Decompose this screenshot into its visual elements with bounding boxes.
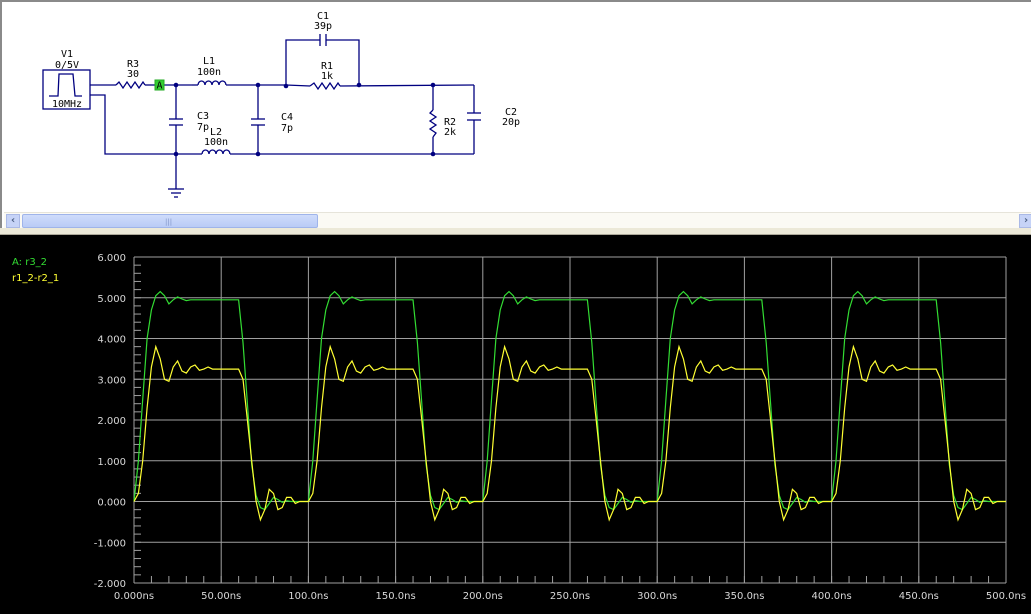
schematic-canvas[interactable]: A V1 0/5V 10MHz R3 30 L1 100n C1 39p R1 … (0, 0, 1031, 230)
l1-value: 100n (197, 67, 221, 78)
l1-name: L1 (203, 56, 215, 67)
v1-pulse-source[interactable] (42, 69, 91, 110)
x-tick-label: 300.0ns (637, 591, 677, 602)
l2-value: 100n (204, 137, 228, 148)
scroll-right-button[interactable]: › (1019, 214, 1031, 228)
y-tick-label: -1.000 (94, 538, 126, 549)
x-tick-label: 150.0ns (376, 591, 416, 602)
y-tick-label: 0.000 (97, 498, 126, 509)
scrollbar-thumb[interactable]: ||| (22, 214, 318, 228)
legend-series-2: r1_2-r2_1 (12, 273, 60, 284)
capacitor-c2[interactable] (467, 112, 481, 121)
y-tick-label: 1.000 (97, 457, 126, 468)
resistor-r3[interactable] (115, 80, 146, 90)
grip-icon: ||| (165, 218, 173, 226)
r1-value: 1k (321, 71, 333, 82)
x-tick-label: 500.0ns (986, 591, 1026, 602)
resistor-r1[interactable] (309, 81, 341, 91)
resistor-r2[interactable] (428, 109, 438, 138)
x-tick-label: 100.0ns (288, 591, 328, 602)
r2-name: R2 (444, 117, 456, 128)
v1-value: 0/5V (55, 60, 79, 71)
probe-label: A (156, 81, 162, 92)
series-line-2 (133, 344, 1006, 522)
ground-icon (168, 188, 184, 198)
l2-name: L2 (210, 127, 222, 138)
capacitor-c4[interactable] (251, 118, 265, 126)
series-line-1 (133, 290, 1006, 511)
r3-name: R3 (127, 59, 139, 70)
waveform-plot[interactable]: A: r3_2 r1_2-r2_1 6.000 5.000 4.000 3.000 2.… (0, 235, 1031, 614)
junction-dots (173, 82, 436, 157)
v1-name: V1 (61, 49, 73, 60)
r2-value: 2k (444, 127, 456, 138)
x-tick-label: 400.0ns (812, 591, 852, 602)
chart-svg: 6.000 5.000 4.000 3.000 2.000 1.000 0.000 -1.00… (94, 253, 1026, 602)
v1-frequency: 10MHz (52, 99, 82, 110)
x-tick-label: 200.0ns (463, 591, 503, 602)
x-tick-label: 0.000ns (114, 591, 154, 602)
x-tick-label: 350.0ns (724, 591, 764, 602)
c4-value: 7p (281, 123, 293, 134)
circuit-diagram: A V1 0/5V 10MHz R3 30 L1 100n C1 39p R1 … (42, 11, 520, 198)
c3-name: C3 (197, 111, 209, 122)
horizontal-scrollbar[interactable]: ‹ ||| › (4, 212, 1031, 230)
c2-value: 20p (502, 117, 520, 128)
splitter-bar[interactable] (0, 228, 1031, 235)
capacitor-c1[interactable] (319, 34, 327, 46)
legend-series-1: A: r3_2 (12, 257, 48, 268)
pulse-icon (49, 73, 82, 97)
probe-a-marker[interactable]: A (154, 79, 165, 92)
capacitor-c3[interactable] (169, 118, 183, 126)
x-tick-label: 450.0ns (899, 591, 939, 602)
inductor-l2[interactable] (201, 149, 231, 155)
x-tick-label: 250.0ns (550, 591, 590, 602)
c2-name: C2 (505, 107, 517, 118)
c1-value: 39p (314, 21, 332, 32)
y-tick-label: 6.000 (97, 253, 126, 264)
x-tick-label: 50.00ns (201, 591, 241, 602)
c1-name: C1 (317, 11, 329, 22)
r3-value: 30 (127, 69, 139, 80)
y-tick-label: 5.000 (97, 294, 126, 305)
c4-name: C4 (281, 112, 293, 123)
y-tick-label: 4.000 (97, 335, 126, 346)
r1-name: R1 (321, 61, 333, 72)
y-tick-label: -2.000 (94, 579, 126, 590)
c3-value: 7p (197, 122, 209, 133)
scroll-left-button[interactable]: ‹ (6, 214, 20, 228)
y-tick-label: 2.000 (97, 416, 126, 427)
y-tick-label: 3.000 (97, 375, 126, 386)
inductor-l1[interactable] (197, 80, 227, 86)
